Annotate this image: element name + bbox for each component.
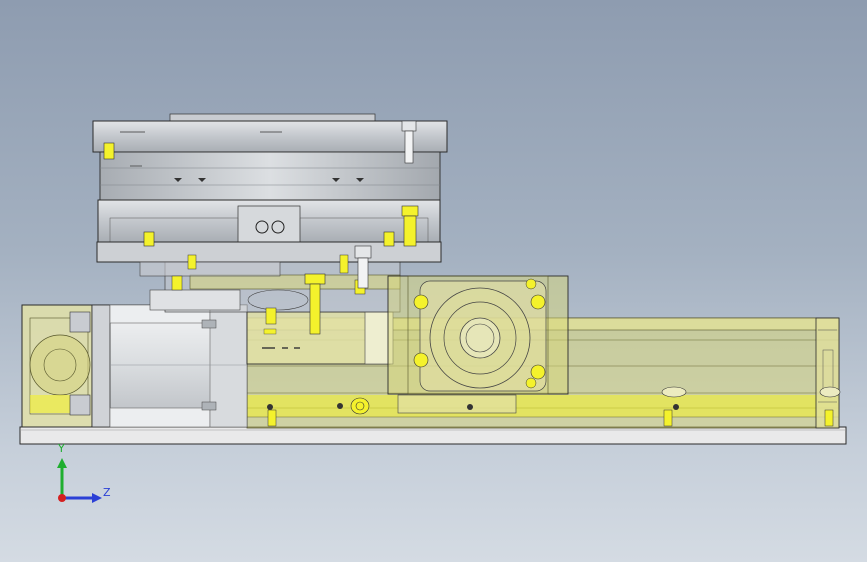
coordinate-triad <box>57 458 102 503</box>
triad-z-label: Z <box>103 486 111 499</box>
rotary-table-drum <box>99 151 441 201</box>
triad-x-origin <box>58 494 66 502</box>
servo-motor-body <box>91 304 248 428</box>
base-plate <box>19 426 847 445</box>
bearing-housing <box>387 275 569 414</box>
triad-z-arrow <box>92 493 102 503</box>
rotary-table-lower-body <box>97 199 441 243</box>
triad-y-arrow <box>57 458 67 468</box>
yellow-fasteners <box>103 142 834 427</box>
silver-screws <box>354 120 417 289</box>
triad-y-label: Y <box>58 442 65 455</box>
rotary-table-top-plate <box>92 113 448 153</box>
rail-hole-markers <box>267 386 841 415</box>
motor-end-housing <box>21 304 93 428</box>
rail-end-cap <box>815 317 840 429</box>
